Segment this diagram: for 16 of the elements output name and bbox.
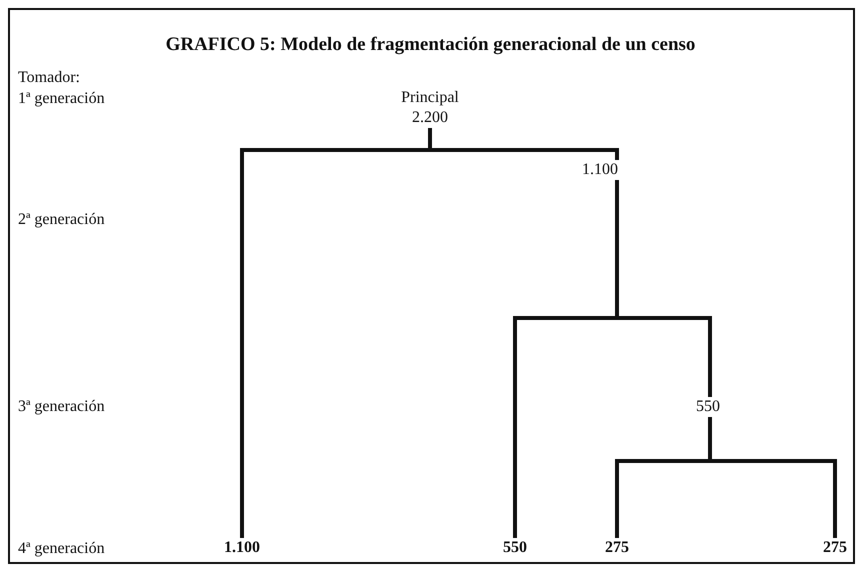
title: GRAFICO 5: Modelo de fragmentación generacional de un censo (164, 34, 696, 56)
node-heading: Principal (400, 88, 460, 108)
amount-value: 1.100 (223, 538, 261, 558)
generation-label: 3ª generación (18, 398, 105, 416)
amount-value: 2.200 (411, 108, 449, 128)
tree-connector (708, 417, 837, 538)
amount-value: 1.100 (581, 160, 619, 180)
generation-label: 2ª generación (18, 211, 105, 229)
axis-heading: Tomador: (18, 69, 80, 87)
amount-value: 550 (695, 397, 721, 417)
amount-value: 275 (604, 538, 630, 558)
tree-connector (615, 180, 712, 397)
amount-value: 275 (822, 538, 848, 558)
amount-value: 550 (502, 538, 528, 558)
generation-label: 4ª generación (18, 540, 105, 558)
generation-label: 1ª generación (18, 90, 105, 108)
